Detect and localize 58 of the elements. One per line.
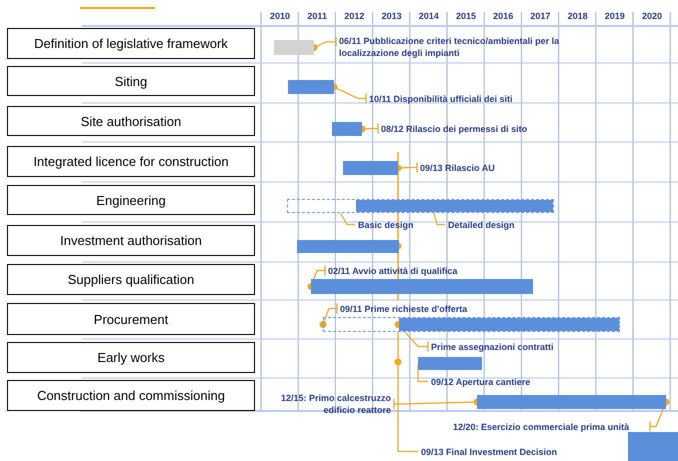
milestone-text: Detailed design bbox=[448, 218, 516, 230]
leader-line bbox=[649, 398, 670, 432]
gantt-bar bbox=[332, 122, 362, 136]
gantt-bar bbox=[274, 40, 314, 55]
row-label: Definition of legislative framework bbox=[34, 36, 228, 51]
year-label: 2020 bbox=[640, 11, 664, 22]
year-label: 2017 bbox=[529, 11, 552, 22]
year-label: 2015 bbox=[454, 11, 478, 22]
gantt-bar bbox=[477, 395, 666, 409]
row-label: Siting bbox=[114, 74, 148, 88]
row-label-box bbox=[7, 106, 255, 136]
year-label: 2019 bbox=[604, 11, 626, 22]
row-label-box bbox=[7, 28, 255, 59]
row-label-box bbox=[7, 146, 255, 177]
milestone-text: 08/12 Rilascio dei permessi di sito bbox=[381, 122, 528, 134]
year-label: 2018 bbox=[566, 11, 589, 22]
row-label-box bbox=[7, 225, 255, 256]
gantt-bar bbox=[311, 279, 533, 294]
milestone-text: Prime assegnazioni contratti bbox=[431, 340, 555, 352]
gantt-bar bbox=[323, 317, 620, 332]
row-label: Site authorisation bbox=[80, 114, 182, 128]
row-label: Early works bbox=[97, 350, 165, 365]
milestone-text: 10/11 Disponibilità ufficiali dei siti bbox=[369, 92, 514, 104]
year-label: 2010 bbox=[268, 11, 292, 22]
row-label: Construction and commissioning bbox=[37, 388, 225, 403]
row-label-box bbox=[7, 303, 255, 335]
gantt-bar bbox=[287, 199, 554, 213]
year-label: 2014 bbox=[418, 11, 440, 22]
leader-line bbox=[417, 364, 428, 382]
milestone-text: 12/15: Primo calcestruzzo edificio reattore bbox=[280, 392, 391, 416]
row-label: Procurement bbox=[94, 312, 168, 326]
gantt-bar bbox=[418, 357, 482, 370]
year-label: 2011 bbox=[306, 11, 328, 22]
year-label: 2013 bbox=[380, 11, 403, 22]
leader-line bbox=[433, 212, 445, 226]
row-label: Investment authorisation bbox=[60, 233, 202, 248]
milestone-text: 12/20: Esercizio commerciale prima unità bbox=[453, 420, 630, 432]
leader-line bbox=[397, 332, 418, 452]
row-label: Suppliers qualification bbox=[68, 272, 194, 287]
leader-line bbox=[320, 302, 338, 328]
leader-line bbox=[340, 212, 355, 226]
year-label: 2012 bbox=[343, 11, 366, 22]
milestone-text: 09/13 Rilascio AU bbox=[420, 162, 496, 174]
row-label-box bbox=[7, 185, 255, 215]
row-label: Engineering bbox=[96, 192, 166, 208]
gantt-bar bbox=[288, 80, 334, 94]
milestone-text: 09/11 Prime richieste d'offerta bbox=[340, 302, 468, 314]
gantt-bar bbox=[297, 240, 399, 253]
milestone-text: 06/11 Pubblicazione criteri tecnico/ambientali per la localizzazione degli impianti bbox=[339, 35, 560, 59]
row-label-box bbox=[7, 380, 255, 411]
year-label: 2016 bbox=[492, 11, 514, 22]
milestone-text: 09/12 Apertura cantiere bbox=[431, 376, 532, 388]
milestone-text: 09/13 Final Investment Decision bbox=[421, 446, 558, 458]
row-label-box bbox=[7, 264, 255, 295]
row-label: Integrated licence for construction bbox=[33, 154, 229, 169]
row-label-box bbox=[7, 66, 255, 96]
row-label-box bbox=[7, 342, 255, 373]
gantt-bar bbox=[343, 161, 398, 175]
